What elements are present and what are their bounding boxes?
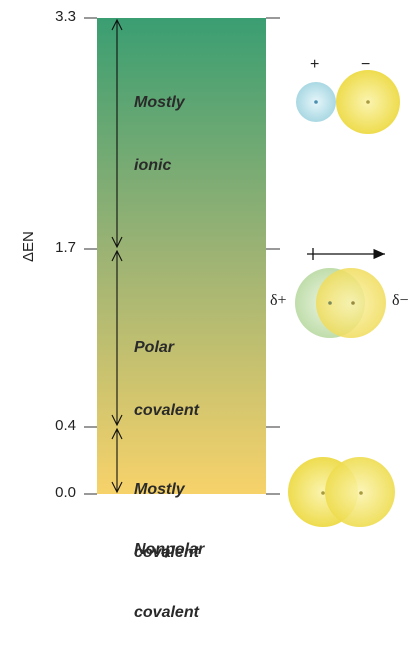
dipole-arrow — [307, 248, 385, 260]
nonpolar-pair — [288, 457, 395, 527]
range-arrows — [111, 18, 123, 494]
tick-label-1-7: 1.7 — [55, 239, 76, 256]
en-gradient-bar — [97, 18, 266, 494]
polar-right-nucleus — [351, 301, 355, 305]
region-label-line: covalent — [134, 604, 199, 621]
cation-nucleus — [314, 100, 318, 104]
region-label-nonpolar-covalent: Nonpolar covalent — [134, 497, 204, 665]
region-label-line: Nonpolar — [134, 541, 205, 558]
region-label-line: Mostly — [134, 94, 185, 111]
right-ticks — [266, 17, 280, 495]
partial-negative-symbol: δ− — [392, 292, 409, 309]
ionic-pair — [296, 70, 400, 134]
positive-charge-symbol: + — [310, 56, 320, 73]
axis-title: ΔEN — [20, 231, 37, 262]
region-label-line: ionic — [134, 157, 172, 174]
polar-pair — [295, 268, 386, 338]
region-label-line: Mostly — [134, 481, 185, 498]
tick-label-0-4: 0.4 — [55, 417, 76, 434]
region-label-line: covalent — [134, 402, 199, 419]
region-label-line: Polar — [134, 339, 175, 356]
tick-label-0-0: 0.0 — [55, 484, 76, 501]
tick-label-3-3: 3.3 — [55, 8, 76, 25]
negative-charge-symbol: − — [361, 56, 371, 73]
diagram-canvas — [84, 17, 400, 527]
nonpolar-right-nucleus — [359, 491, 363, 495]
polar-right-atom — [316, 268, 386, 338]
left-ticks — [84, 17, 97, 495]
nonpolar-left-nucleus — [321, 491, 325, 495]
region-label-polar-covalent: Polar covalent — [134, 295, 199, 463]
bond-polarity-diagram: 3.3 1.7 0.4 0.0 ΔEN Mostly ionic Polar c… — [20, 8, 409, 621]
anion-nucleus — [366, 100, 370, 104]
region-label-mostly-ionic: Mostly ionic — [134, 50, 185, 218]
partial-positive-symbol: δ+ — [270, 292, 287, 309]
polar-left-nucleus — [328, 301, 332, 305]
